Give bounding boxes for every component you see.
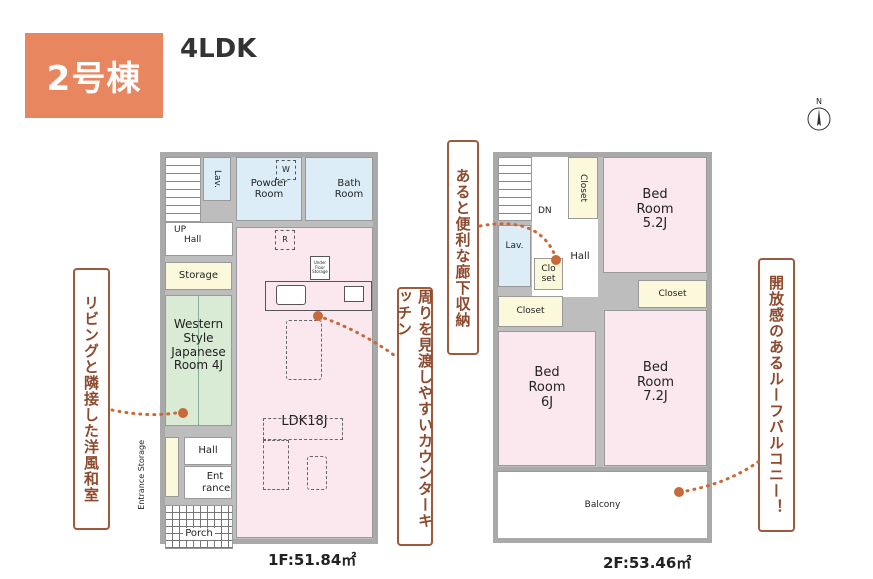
stairs-2f [498, 157, 532, 221]
leader-kitchen [316, 314, 400, 360]
sofa-side [263, 440, 289, 490]
label: Western Style Japanese Room 4J [171, 316, 226, 373]
label: Closet [658, 288, 687, 299]
japanese-room: Western Style Japanese Room 4J [165, 295, 232, 426]
storage-1f: Storage [165, 262, 232, 290]
marker-japanese [178, 408, 188, 418]
label: Hall [198, 445, 218, 457]
label: Storage [178, 270, 219, 282]
marker-balcony [674, 487, 684, 497]
leader-hall-storage [478, 222, 558, 260]
callout-kitchen: 周りを見渡しやすいカウンターキッチン [395, 287, 434, 546]
label: Closet [516, 306, 545, 317]
closet-2f-top: Closet [568, 157, 598, 219]
hall-1f-lower: Hall [184, 437, 232, 465]
marker-hall-storage [551, 255, 561, 265]
callout-japanese-room: リビングと隣接した洋風和室 [73, 268, 110, 530]
bedroom-6j: Bed Room 6J [498, 331, 596, 466]
sink [276, 285, 306, 305]
closet-2f-left: Closet [498, 296, 563, 327]
label: Bath Room [334, 177, 364, 201]
bedroom-7-2j: Bed Room 7.2J [604, 310, 707, 466]
label: Hall [184, 235, 202, 245]
label: Ent rance [202, 471, 231, 494]
washer: W [276, 160, 296, 180]
label: Hall [570, 251, 590, 263]
compass-icon [807, 107, 831, 131]
plan-type: 4LDK [180, 34, 257, 64]
balcony: Balcony [493, 471, 712, 543]
label: Powder Room [250, 177, 288, 201]
marker-kitchen [313, 311, 323, 321]
label: Lav. [212, 169, 223, 189]
coffee-table [307, 456, 327, 490]
hall-1f-top: UP Hall [165, 222, 233, 256]
callout-hall-storage: あると便利な廊下収納 [447, 140, 479, 355]
closet-2f-right: Closet [638, 280, 707, 308]
label: Clo set [541, 263, 556, 284]
fridge: R [275, 230, 295, 250]
label: Balcony [584, 499, 621, 510]
dining-table [286, 320, 322, 380]
bath-room: Bath Room [305, 157, 373, 221]
floor1-area: 1F:51.84㎡ [268, 551, 357, 569]
dn-label: DN [538, 206, 552, 216]
leader-japanese [110, 408, 184, 417]
label: Lav. [505, 240, 524, 251]
label: Bed Room 6J [528, 365, 566, 410]
entrance-storage [165, 437, 179, 497]
label: Bed Room 7.2J [636, 359, 675, 405]
up-label: UP [174, 225, 187, 235]
ldk: LDK18J [236, 227, 373, 538]
stove [344, 286, 364, 302]
lav-1f: Lav. [203, 157, 231, 201]
leader-balcony [678, 460, 760, 494]
underfloor-storage: Under Floor Storage [310, 256, 330, 280]
powder-room: Powder Room [236, 157, 302, 221]
label: LDK18J [281, 414, 328, 430]
compass: N [803, 97, 835, 137]
compass-label: N [816, 97, 822, 106]
label: Porch [183, 528, 215, 540]
bedroom-5-2j: Bed Room 5.2J [603, 157, 707, 273]
sofa [263, 418, 343, 440]
building-badge: 2号棟 [25, 33, 163, 118]
floor2-area: 2F:53.46㎡ [603, 554, 692, 572]
callout-balcony: 開放感のあるルーフバルコニー！ [758, 258, 795, 532]
label: Bed Room 5.2J [636, 186, 674, 232]
entrance: Ent rance [184, 466, 232, 499]
stairs-1f [165, 157, 201, 222]
porch: Porch [165, 505, 233, 549]
label: Closet [578, 173, 589, 203]
